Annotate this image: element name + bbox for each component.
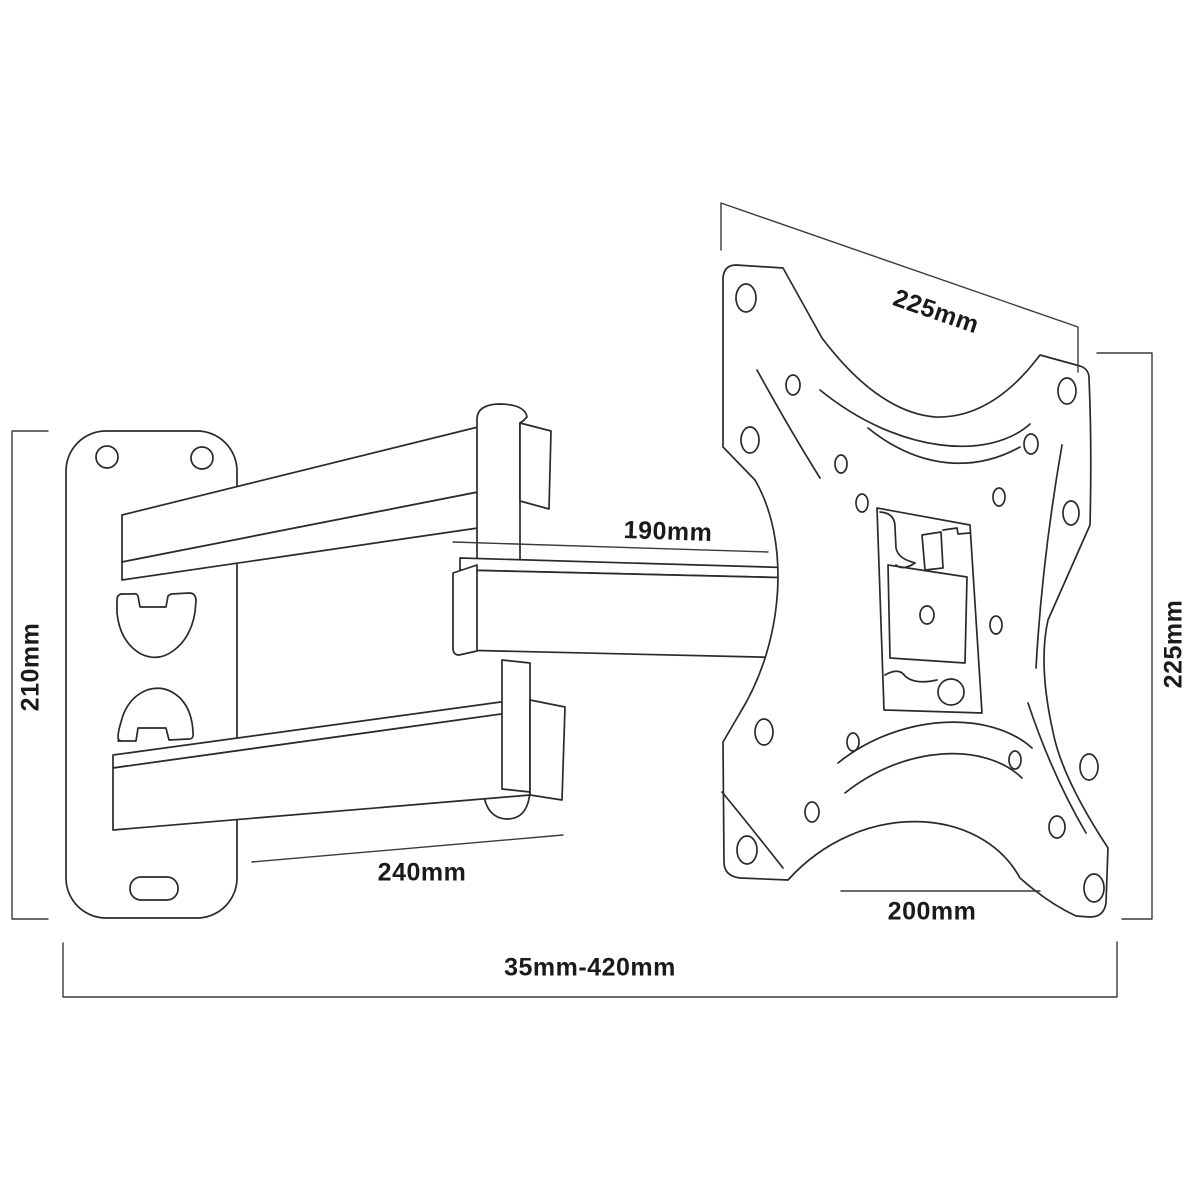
swivel-post bbox=[476, 403, 566, 801]
dim-label-extension-range: 35mm-420mm bbox=[504, 953, 676, 982]
dim-label-lower-arm: 240mm bbox=[377, 858, 467, 887]
dim-line-extension-arm bbox=[452, 541, 769, 553]
dim-label-plate-height: 225mm bbox=[1159, 599, 1188, 689]
dim-label-wall-plate-height: 210mm bbox=[16, 622, 45, 712]
dimension-lines bbox=[11, 202, 1153, 998]
extension-arm bbox=[452, 557, 801, 659]
dim-label-vesa-bottom: 200mm bbox=[887, 897, 977, 926]
vesa-center-bracket bbox=[876, 507, 983, 714]
vesa-plate-holes bbox=[735, 283, 1105, 903]
dim-line-wall-plate-height bbox=[11, 430, 49, 920]
dim-label-extension-arm: 190mm bbox=[623, 515, 713, 548]
dim-line-plate-height bbox=[1096, 352, 1153, 920]
dim-line-extension-range bbox=[62, 941, 1118, 998]
dim-line-lower-arm bbox=[251, 834, 564, 863]
dim-line-plate-width bbox=[720, 202, 1079, 373]
